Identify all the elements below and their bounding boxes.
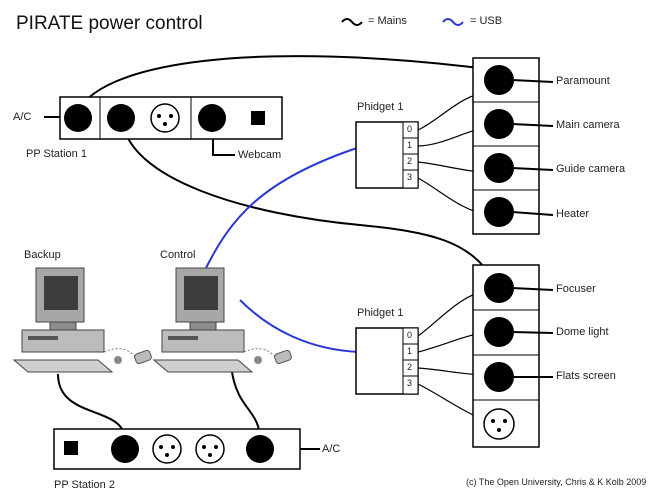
diagram-title: PIRATE power control	[16, 13, 203, 34]
phidget-top-port-1: 1	[407, 140, 413, 150]
pp-station-2-label: PP Station 2	[54, 479, 115, 491]
pp-station-2	[53, 428, 301, 470]
pp-station-1-label: PP Station 1	[26, 148, 87, 160]
phidget-top-port-0: 0	[407, 124, 413, 134]
phidget-bottom-port-3: 3	[407, 378, 413, 388]
control-computer	[152, 267, 292, 373]
plug-flats-screen	[484, 362, 553, 392]
credit-text: (c) The Open University, Chris & K Kolb …	[466, 477, 647, 487]
device-label-main-camera: Main camera	[556, 119, 620, 131]
legend-usb-symbol	[442, 18, 464, 26]
phidget-top-port-2: 2	[407, 156, 413, 166]
device-label-flats-screen: Flats screen	[556, 370, 616, 382]
legend-usb-label: = USB	[470, 15, 503, 27]
device-label-guide-camera: Guide camera	[556, 163, 626, 175]
empty-socket-bottom	[483, 408, 515, 440]
ac-label-station2: A/C	[322, 443, 341, 455]
webcam-label: Webcam	[238, 149, 282, 161]
device-label-paramount: Paramount	[556, 75, 610, 87]
backup-computer-label: Backup	[24, 249, 61, 261]
phidget-top-port-3: 3	[407, 172, 413, 182]
plug-heater	[484, 197, 554, 227]
phidget-bottom-label: Phidget 1	[357, 307, 404, 319]
usb-cable-control-to-phidget-top	[204, 146, 361, 271]
plug-main-camera	[484, 109, 554, 139]
plug-focuser	[484, 273, 554, 303]
plug-paramount	[484, 65, 554, 95]
device-label-dome-light: Dome light	[556, 326, 609, 338]
device-label-heater: Heater	[556, 208, 590, 220]
legend-mains-symbol	[341, 18, 363, 26]
mains-cable-station1-to-focuser-strip	[121, 116, 496, 283]
usb-cable-control-to-phidget-bottom	[239, 299, 361, 353]
ac-label-station1: A/C	[13, 111, 32, 123]
phidget-bottom-port-1: 1	[407, 346, 413, 356]
control-computer-label: Control	[160, 249, 196, 261]
device-label-focuser: Focuser	[556, 283, 596, 295]
phidget-bottom-port-2: 2	[407, 362, 413, 372]
plug-guide-camera	[484, 153, 554, 183]
phidget-box-top	[355, 121, 419, 189]
legend-mains-label: = Mains	[368, 15, 407, 27]
pp-station-1	[59, 96, 283, 140]
phidget-top-label: Phidget 1	[357, 101, 404, 113]
phidget-bottom-port-0: 0	[407, 330, 413, 340]
backup-computer	[12, 267, 152, 373]
phidget-box-bottom	[355, 327, 419, 395]
mains-cable-station1-to-paramount-strip	[74, 55, 496, 118]
plug-dome-light	[484, 317, 554, 347]
